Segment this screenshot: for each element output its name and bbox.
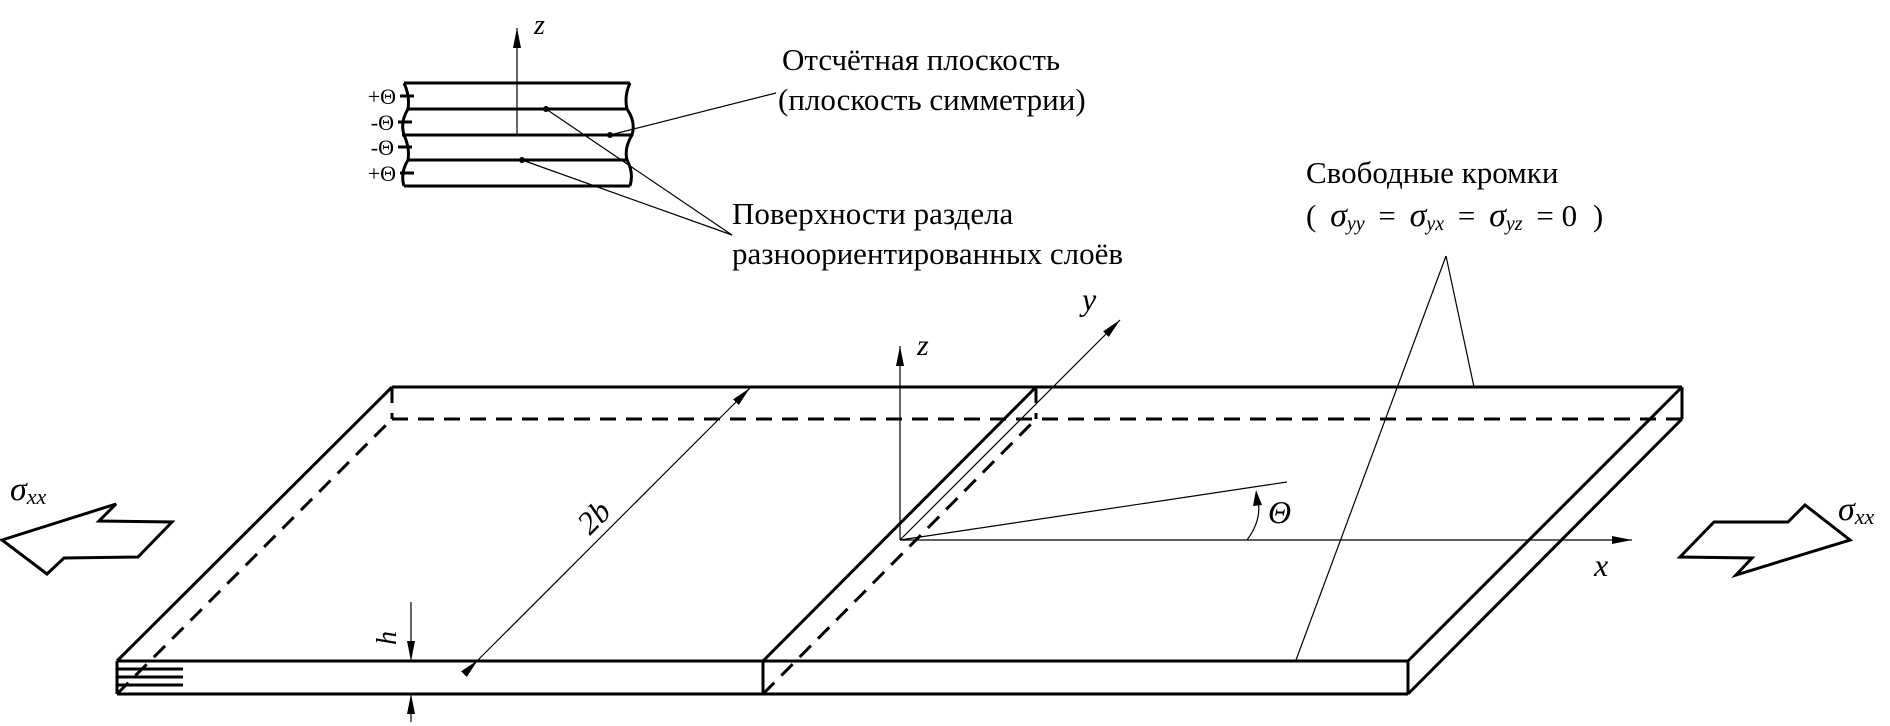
left-load-label: σxx <box>10 471 47 509</box>
z-axis-label: z <box>916 329 929 362</box>
right-load-label: σxx <box>1838 491 1875 529</box>
theta-arrowhead-icon <box>1253 490 1262 506</box>
dimensions <box>407 387 751 722</box>
thickness-dimension-label: h <box>372 631 403 645</box>
theta-arc <box>1246 499 1260 541</box>
theta-label: Θ <box>1268 494 1291 530</box>
layer-label: +Θ <box>368 84 396 109</box>
layer-label: -Θ <box>371 110 394 135</box>
reference-plane-label: Отсчётная плоскость <box>782 42 1060 77</box>
interface-leader <box>545 108 733 236</box>
layer-label: +Θ <box>368 161 396 186</box>
right-load-arrow-icon <box>1676 503 1854 579</box>
inset-z-label: z <box>533 10 545 41</box>
section-bottom-edge <box>761 417 1038 696</box>
left-load-arrow-icon <box>0 502 176 576</box>
plate-left-bottom-edge <box>115 417 394 696</box>
inset-right-break <box>624 82 635 187</box>
laminate-inset <box>398 28 777 236</box>
plate-left-top-edge <box>115 385 394 663</box>
coordinate-axes <box>896 319 1632 544</box>
width-dimension-label: 2b <box>569 493 617 541</box>
reference-plane-sublabel: (плоскость симметрии) <box>778 82 1086 117</box>
interface-leader <box>521 159 733 236</box>
free-edge-leader-back <box>1445 255 1475 388</box>
plate-right-bottom-edge <box>1406 417 1684 696</box>
plate-right-top-edge <box>1406 385 1684 663</box>
y-axis-label: y <box>1079 281 1097 317</box>
width-dimension-line <box>461 387 751 677</box>
free-edge-leader-front <box>1295 255 1447 661</box>
y-axis <box>899 319 1121 541</box>
reference-plane-leader <box>609 92 777 136</box>
layer-label: -Θ <box>371 135 394 160</box>
fiber-direction-line <box>899 481 1288 541</box>
free-edges-label: Свободные кромки <box>1306 155 1558 190</box>
free-edge-leaders <box>1295 255 1475 661</box>
interfaces-sublabel: разноориентированных слоёв <box>732 236 1123 271</box>
interfaces-label: Поверхности раздела <box>732 196 1014 231</box>
free-edges-condition: ( σyy = σyx = σyz = 0 ) <box>1306 197 1603 237</box>
x-axis-label: x <box>1593 547 1608 583</box>
inset-left-break <box>401 82 410 187</box>
